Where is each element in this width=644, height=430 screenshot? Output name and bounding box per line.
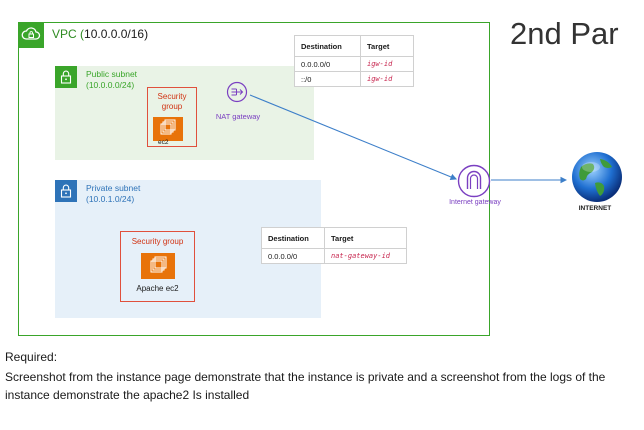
table-row: 0.0.0.0/0 nat-gateway-id	[261, 248, 407, 264]
required-heading: Required:	[5, 350, 58, 364]
ec2-instance-icon	[153, 117, 183, 141]
table-row: 0.0.0.0/0 igw-id	[294, 56, 414, 72]
internet-gateway-label: Internet gateway	[449, 199, 501, 206]
public-route-table: Destination Target 0.0.0.0/0 igw-id ::/0…	[294, 35, 414, 87]
lock-icon	[55, 180, 77, 202]
public-subnet-name: Public subnet	[86, 69, 138, 79]
internet-gateway-icon	[457, 164, 491, 203]
lock-icon	[55, 66, 77, 88]
globe-icon	[567, 147, 627, 212]
route-target: igw-id	[360, 71, 414, 87]
private-security-group	[120, 231, 195, 302]
cloud-icon	[18, 22, 44, 48]
private-subnet-cidr: (10.0.1.0/24)	[86, 194, 135, 204]
vpc-title: VPC (10.0.0.0/16)	[52, 27, 149, 41]
public-subnet-cidr: (10.0.0.0/24)	[86, 80, 135, 90]
route-target: igw-id	[360, 56, 414, 72]
required-text: Screenshot from the instance page demons…	[5, 370, 606, 402]
nat-gateway-label: NAT gateway	[215, 112, 261, 121]
public-subnet	[55, 66, 314, 160]
private-security-group-label: Security group	[131, 237, 184, 246]
public-security-group	[147, 87, 197, 147]
public-ec2-label: ec2	[158, 139, 169, 146]
slide-title: 2nd Par	[510, 16, 619, 51]
public-security-group-label: Security group	[157, 92, 187, 111]
route-target: nat-gateway-id	[324, 248, 407, 264]
vpc-cidr: 10.0.0.0/16	[84, 27, 145, 41]
private-ec2-label: Apache ec2	[136, 284, 179, 293]
internet-label: INTERNET	[578, 205, 612, 212]
nat-to-igw-arrow	[249, 94, 458, 180]
private-subnet-name: Private subnet	[86, 183, 141, 193]
ec2-instance-icon	[141, 253, 175, 279]
table-row: ::/0 igw-id	[294, 71, 414, 87]
nat-gateway-icon	[226, 81, 248, 108]
route-destination: 0.0.0.0/0	[261, 248, 325, 264]
private-route-table: Destination Target 0.0.0.0/0 nat-gateway…	[261, 227, 407, 264]
